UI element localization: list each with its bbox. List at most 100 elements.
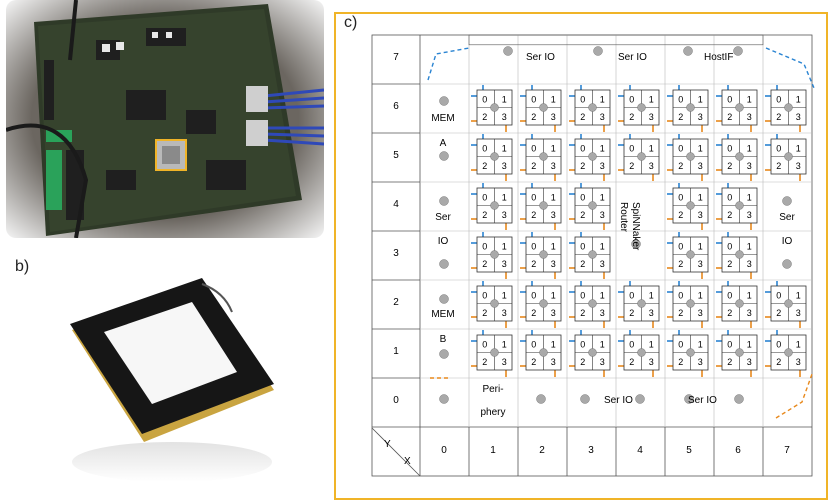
core-label: 2 — [678, 259, 683, 269]
row-label: 4 — [393, 199, 399, 210]
core-label: 1 — [502, 340, 507, 350]
row-label: 5 — [393, 150, 399, 161]
core-label: 2 — [531, 210, 536, 220]
core-label: 3 — [551, 357, 556, 367]
core-label: 0 — [629, 95, 634, 105]
peripheral-dot — [536, 394, 546, 404]
router-dot — [637, 103, 646, 112]
core-label: 1 — [600, 340, 605, 350]
col-label: 7 — [784, 445, 790, 456]
core-label: 1 — [551, 144, 556, 154]
router-dot — [637, 299, 646, 308]
core-label: 0 — [531, 95, 536, 105]
corner-diagonal — [371, 427, 421, 477]
core-label: 2 — [727, 112, 732, 122]
core-label: 3 — [698, 357, 703, 367]
router-dot — [539, 103, 548, 112]
core-label: 1 — [698, 340, 703, 350]
core-label: 3 — [796, 308, 801, 318]
core-label: 0 — [678, 340, 683, 350]
row-labels: 7 6 5 4 3 2 1 0 — [393, 52, 399, 406]
core-label: 2 — [776, 161, 781, 171]
core-label: 2 — [776, 308, 781, 318]
core-label: 2 — [678, 308, 683, 318]
core-label: 0 — [776, 291, 781, 301]
core-label: 0 — [580, 193, 585, 203]
core-label: 0 — [727, 95, 732, 105]
core-label: 1 — [796, 95, 801, 105]
core-label: 0 — [482, 340, 487, 350]
peripheral-dot — [439, 349, 449, 359]
peripheral-dot — [503, 46, 513, 56]
core-label: 0 — [727, 291, 732, 301]
core-label: 2 — [776, 112, 781, 122]
core-label: 3 — [698, 112, 703, 122]
core-label: 0 — [531, 193, 536, 203]
top-block-label: Ser IO — [526, 52, 555, 63]
top-block-label: Ser IO — [618, 52, 647, 63]
core-label: 1 — [747, 242, 752, 252]
core-label: 1 — [502, 291, 507, 301]
router-dot — [735, 103, 744, 112]
spinnaker-grid-diagram: 0 1 2 3 0 1 2 3 0 1 2 3 0 1 2 3 0 1 2 3 0 1 2 3 0 1 2 3 0 1 2 3 0 1 2 3 0 1 2 3… — [334, 12, 828, 500]
core-label: 2 — [482, 210, 487, 220]
core-label: 1 — [600, 193, 605, 203]
col-label: 6 — [735, 445, 741, 456]
core-label: 0 — [678, 193, 683, 203]
core-label: 3 — [502, 308, 507, 318]
router-label: Router — [618, 202, 629, 233]
core-label: 0 — [678, 144, 683, 154]
chip-cells: 0 1 2 3 0 1 2 3 0 1 2 3 0 1 2 3 0 1 2 3 0 1 2 3 0 1 2 3 0 1 2 3 0 1 2 3 0 1 2 3… — [476, 89, 807, 371]
router-dot — [490, 299, 499, 308]
core-label: 1 — [747, 291, 752, 301]
core-label: 1 — [796, 291, 801, 301]
peripheral-dot — [580, 394, 590, 404]
core-label: 3 — [600, 357, 605, 367]
core-label: 0 — [580, 95, 585, 105]
core-label: 0 — [727, 340, 732, 350]
spinnaker-label: SpiNNaker — [630, 202, 641, 251]
peripheral-dot — [439, 394, 449, 404]
peripheral-label-2: phery — [480, 407, 505, 418]
core-label: 2 — [580, 357, 585, 367]
core-label: 2 — [531, 112, 536, 122]
router-dot — [735, 152, 744, 161]
top-block-frame — [468, 34, 764, 46]
router-dot — [784, 299, 793, 308]
peripheral-dot — [733, 46, 743, 56]
mem-b-label: MEM — [431, 309, 454, 320]
core-label: 3 — [600, 308, 605, 318]
core-label: 3 — [796, 112, 801, 122]
core-label: 2 — [580, 112, 585, 122]
core-label: 3 — [747, 161, 752, 171]
peripheral-dot — [631, 239, 641, 249]
core-label: 0 — [678, 95, 683, 105]
router-dot — [686, 250, 695, 259]
core-label: 0 — [531, 291, 536, 301]
router-dot — [490, 152, 499, 161]
core-label: 2 — [727, 161, 732, 171]
core-label: 0 — [580, 340, 585, 350]
router-dot — [686, 299, 695, 308]
core-label: 3 — [796, 161, 801, 171]
core-label: 1 — [796, 340, 801, 350]
dashed-link-orange — [775, 373, 813, 419]
core-label: 3 — [600, 210, 605, 220]
core-label: 2 — [482, 161, 487, 171]
router-dot — [588, 250, 597, 259]
core-label: 3 — [551, 161, 556, 171]
router-dot — [490, 348, 499, 357]
row-label: 6 — [393, 101, 399, 112]
core-label: 0 — [678, 291, 683, 301]
row-label: 2 — [393, 297, 399, 308]
core-label: 2 — [629, 357, 634, 367]
router-dot — [539, 250, 548, 259]
core-label: 1 — [600, 291, 605, 301]
col-label: 2 — [539, 445, 545, 456]
router-dot — [539, 348, 548, 357]
core-label: 1 — [600, 144, 605, 154]
core-label: 1 — [502, 144, 507, 154]
router-dot — [490, 103, 499, 112]
core-label: 0 — [776, 144, 781, 154]
a-label: A — [440, 138, 447, 149]
